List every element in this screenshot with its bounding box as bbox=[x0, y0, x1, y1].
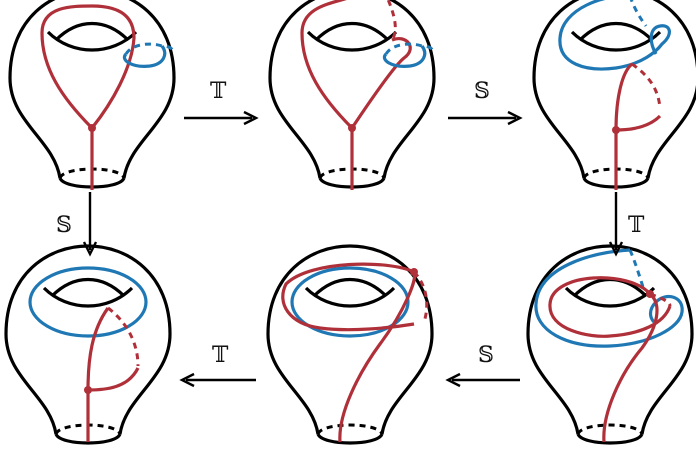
arrow-label-top-left: 𝕋 bbox=[210, 79, 227, 104]
arrow-label-left-down: 𝕊 bbox=[56, 213, 72, 238]
surface-panel-f bbox=[526, 244, 694, 445]
arrow-label-bottom-right: 𝕊 bbox=[478, 343, 494, 368]
arrow-bottom-left bbox=[179, 372, 256, 388]
surface-panel-c bbox=[532, 0, 696, 190]
surface-panel-d bbox=[4, 244, 172, 445]
arrow-top-left bbox=[184, 110, 259, 126]
arrow-label-bottom-left: 𝕋 bbox=[212, 343, 229, 368]
arrow-label-top-right: 𝕊 bbox=[474, 79, 490, 104]
surface-panel-e bbox=[266, 244, 434, 445]
surface-panel-a bbox=[8, 0, 176, 190]
arrow-top-right bbox=[448, 110, 523, 126]
arrow-left-down bbox=[82, 192, 98, 257]
surface-panel-b bbox=[268, 0, 436, 190]
arrow-right-down bbox=[608, 192, 624, 257]
arrow-label-right-down: 𝕋 bbox=[628, 213, 645, 238]
arrow-bottom-right bbox=[445, 372, 520, 388]
